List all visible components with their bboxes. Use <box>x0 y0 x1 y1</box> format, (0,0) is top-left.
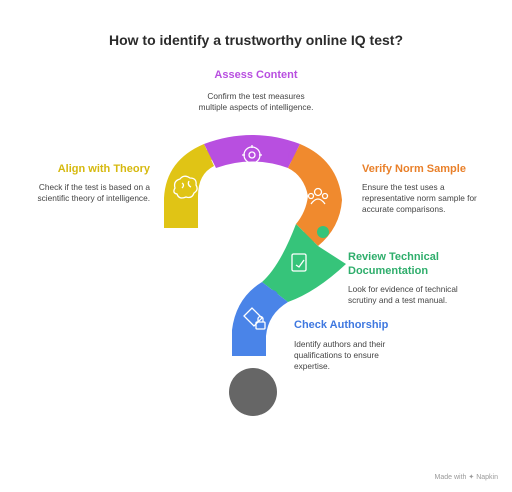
label-line: Review Technical <box>348 251 439 263</box>
desc-line: Look for evidence of technical <box>348 284 458 294</box>
brain-icon <box>173 175 198 199</box>
segment-verify-norm <box>288 144 342 246</box>
brain-gear-icon <box>242 145 262 165</box>
desc-check-authorship: Identify authors and their qualification… <box>294 339 444 372</box>
napkin-watermark: Made with ✦ Napkin <box>434 474 498 481</box>
label-review-docs: Review Technical Documentation <box>348 250 498 278</box>
desc-assess-content: Confirm the test measures multiple aspec… <box>166 91 346 113</box>
desc-verify-norm: Ensure the test uses a representative no… <box>362 182 502 215</box>
desc-line: Check if the test is based on a <box>38 182 150 192</box>
desc-line: scrutiny and a test manual. <box>348 295 448 305</box>
label-verify-norm: Verify Norm Sample <box>362 163 466 175</box>
desc-line: Ensure the test uses a <box>362 182 445 192</box>
label-assess-content: Assess Content <box>214 69 298 81</box>
desc-line: accurate comparisons. <box>362 204 446 214</box>
question-mark-dot <box>229 368 277 416</box>
label-align-theory: Align with Theory <box>57 163 150 175</box>
desc-line: qualifications to ensure <box>294 350 379 360</box>
desc-review-docs: Look for evidence of technical scrutiny … <box>348 284 498 306</box>
people-group-icon <box>307 187 329 205</box>
badge-lock-icon <box>243 307 266 330</box>
label-check-authorship: Check Authorship <box>294 319 389 331</box>
desc-line: expertise. <box>294 361 330 371</box>
desc-align-theory: Check if the test is based on a scientif… <box>10 182 150 204</box>
desc-line: multiple aspects of intelligence. <box>198 102 314 112</box>
segment-review-docs <box>262 224 346 302</box>
document-edit-icon <box>291 253 307 272</box>
diagram-title: How to identify a trustworthy online IQ … <box>108 32 403 48</box>
label-line: Documentation <box>348 265 429 277</box>
desc-line: Identify authors and their <box>294 339 386 349</box>
desc-line: scientific theory of intelligence. <box>37 193 150 203</box>
desc-line: representative norm sample for <box>362 193 477 203</box>
desc-line: Confirm the test measures <box>207 91 305 101</box>
